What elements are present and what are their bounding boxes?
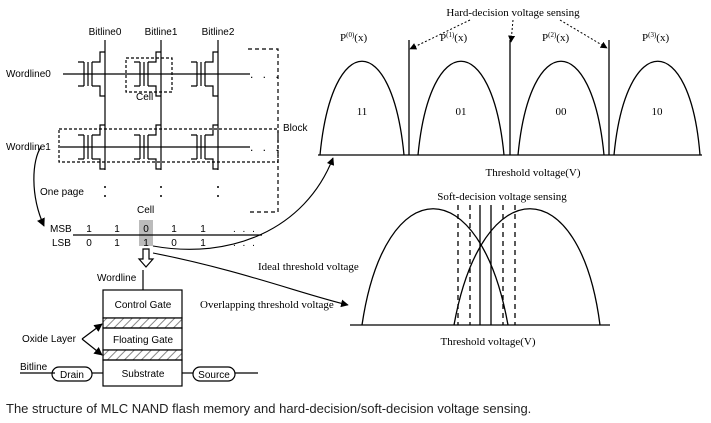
msb-bit: 0 bbox=[143, 224, 149, 235]
wordline-label-1: Wordline1 bbox=[6, 142, 51, 153]
oxide-arrow-bottom bbox=[81, 338, 103, 356]
oxide-layer-bottom bbox=[102, 349, 183, 361]
control-gate-label: Control Gate bbox=[115, 300, 172, 311]
source-label: Source bbox=[198, 370, 230, 381]
overlap-voltage-arrow bbox=[152, 252, 349, 308]
distribution-curve-3 bbox=[613, 60, 701, 156]
state-bits-1: 01 bbox=[456, 106, 467, 118]
lsb-bit: 0 bbox=[171, 238, 177, 249]
cell-highlight-box bbox=[125, 57, 173, 93]
substrate-label: Substrate bbox=[122, 369, 165, 380]
distribution-curve-1 bbox=[417, 60, 505, 156]
msb-bit: 1 bbox=[200, 224, 206, 235]
cell-label-mid: Cell bbox=[137, 205, 154, 216]
floating-gate-label: Floating Gate bbox=[113, 335, 173, 346]
one-page-label: One page bbox=[40, 187, 84, 198]
state-bits-2: 00 bbox=[556, 106, 568, 118]
msb-ellipsis: . . . bbox=[233, 224, 257, 235]
lsb-bit: 1 bbox=[200, 238, 206, 249]
wordline-ellipsis-1: . . . bbox=[250, 140, 282, 154]
msb-bit: 1 bbox=[171, 224, 177, 235]
msb-bit: 1 bbox=[86, 224, 92, 235]
bitline-label-1: Bitline1 bbox=[145, 27, 178, 38]
bitline-label-cell: Bitline bbox=[20, 362, 48, 373]
lsb-bit: 1 bbox=[143, 238, 149, 249]
bitline-label-0: Bitline0 bbox=[89, 27, 122, 38]
cell-wordline-label: Wordline bbox=[97, 273, 137, 284]
soft-decision-graph: Soft-decision voltage sensing Threshold … bbox=[350, 191, 610, 348]
hard-decision-graph: Hard-decision voltage sensing P(0)(x) P(… bbox=[318, 7, 702, 179]
distribution-curve-0 bbox=[319, 60, 405, 156]
overlap-curve-1 bbox=[453, 208, 601, 326]
drain-label: Drain bbox=[60, 370, 84, 381]
bottom-xlabel: Threshold voltage(V) bbox=[441, 336, 536, 348]
overlap-curve-0 bbox=[361, 208, 509, 326]
msb-label: MSB bbox=[50, 224, 72, 235]
distribution-curve-2 bbox=[517, 60, 605, 156]
oxide-layer-top bbox=[102, 317, 183, 329]
wordline-label-0: Wordline0 bbox=[6, 69, 51, 80]
lsb-bit: 0 bbox=[86, 238, 92, 249]
msb-bit: 1 bbox=[114, 224, 120, 235]
transistor-row-0 bbox=[78, 51, 218, 97]
one-page-arrow bbox=[33, 146, 45, 227]
cell-label-top: Cell bbox=[136, 92, 153, 103]
oxide-layer-label: Oxide Layer bbox=[22, 334, 77, 345]
hard-decision-title: Hard-decision voltage sensing bbox=[446, 7, 580, 19]
hard-sense-arrow-2 bbox=[559, 19, 608, 49]
state-bits-3: 10 bbox=[652, 106, 664, 118]
overlap-voltage-label: Overlapping threshold voltage bbox=[200, 299, 334, 311]
wordline-ellipsis-0: . . . bbox=[250, 67, 282, 81]
lsb-ellipsis: . . . bbox=[233, 238, 257, 249]
source-pill bbox=[192, 366, 236, 382]
hard-sense-arrow-1 bbox=[508, 19, 516, 43]
hard-sense-arrow-0 bbox=[409, 19, 471, 50]
block-label: Block bbox=[283, 123, 308, 134]
state-label-0: P(0)(x) bbox=[340, 31, 367, 44]
connectors bbox=[152, 157, 349, 308]
block-bracket bbox=[248, 48, 279, 213]
nand-array: Bitline0 Bitline1 Bitline2 Wordline0 Wor… bbox=[6, 27, 308, 387]
oxide-arrow-top bbox=[81, 323, 103, 340]
lsb-bit: 1 bbox=[114, 238, 120, 249]
drain-pill bbox=[51, 366, 93, 382]
cell-down-arrow bbox=[137, 248, 155, 268]
state-label-1: P(1)(x) bbox=[440, 31, 467, 44]
figure-caption: The structure of MLC NAND flash memory a… bbox=[6, 401, 532, 416]
lsb-label: LSB bbox=[52, 238, 71, 249]
state-label-3: P(3)(x) bbox=[642, 31, 669, 44]
transistor-row-1 bbox=[78, 124, 218, 170]
selected-cell-bits bbox=[139, 220, 153, 246]
soft-decision-title: Soft-decision voltage sensing bbox=[437, 191, 567, 203]
bitline-label-2: Bitline2 bbox=[202, 27, 235, 38]
ideal-voltage-label: Ideal threshold voltage bbox=[258, 261, 359, 273]
state-bits-0: 11 bbox=[357, 106, 368, 118]
top-xlabel: Threshold voltage(V) bbox=[486, 167, 581, 179]
array-continuation-dots bbox=[104, 186, 219, 197]
state-label-2: P(2)(x) bbox=[542, 31, 569, 44]
ideal-voltage-arrow bbox=[152, 157, 335, 250]
